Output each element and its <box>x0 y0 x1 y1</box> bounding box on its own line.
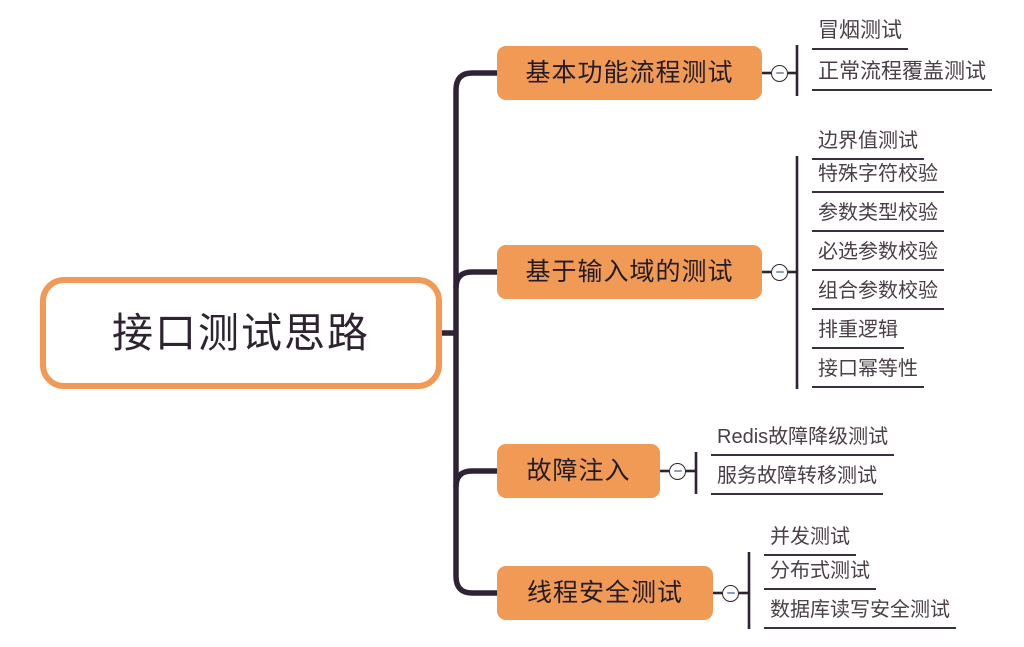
collapse-toggle-fault-injection[interactable] <box>669 462 686 480</box>
leaf-item[interactable]: Redis故障降级测试 <box>711 427 895 456</box>
branch-node-label: 基于输入域的测试 <box>525 257 734 286</box>
collapse-toggle-basic-flow[interactable] <box>771 64 788 82</box>
trunk-elbow-branch-3 <box>453 468 497 488</box>
leaf-item[interactable]: 分布式测试 <box>764 561 876 590</box>
leaf-item[interactable]: 排重逻辑 <box>812 320 904 349</box>
root-node-label: 接口测试思路 <box>112 309 370 356</box>
leaf-item[interactable]: 必选参数校验 <box>812 242 944 271</box>
minus-circle-icon <box>726 592 735 594</box>
trunk-spine <box>453 70 497 596</box>
leaf-item[interactable]: 特殊字符校验 <box>812 164 944 193</box>
branch-node-thread-safety[interactable]: 线程安全测试 <box>497 566 713 620</box>
leaf-item[interactable]: 数据库读写安全测试 <box>764 600 956 629</box>
leaf-item[interactable]: 服务故障转移测试 <box>711 466 883 495</box>
leaf-item[interactable]: 接口幂等性 <box>812 359 924 388</box>
leaf-item[interactable]: 组合参数校验 <box>812 281 944 310</box>
trunk-elbow-branch-2 <box>453 269 497 289</box>
branch-node-input-domain[interactable]: 基于输入域的测试 <box>497 245 762 299</box>
branch-node-basic-flow[interactable]: 基本功能流程测试 <box>497 46 762 100</box>
leaf-item[interactable]: 冒烟测试 <box>812 20 908 50</box>
leaf-item[interactable]: 正常流程覆盖测试 <box>812 61 992 91</box>
minus-circle-icon <box>775 72 784 74</box>
branch-node-label: 线程安全测试 <box>526 578 683 607</box>
minus-circle-icon <box>673 470 682 472</box>
branch-node-label: 基本功能流程测试 <box>525 58 734 87</box>
branch-node-label: 故障注入 <box>526 456 631 485</box>
leaf-item[interactable]: 并发测试 <box>764 527 856 556</box>
leaf-item[interactable]: 参数类型校验 <box>812 203 944 232</box>
collapse-toggle-thread-safety[interactable] <box>722 584 739 602</box>
root-node[interactable]: 接口测试思路 <box>40 277 442 389</box>
collapse-toggle-input-domain[interactable] <box>771 263 788 281</box>
minus-circle-icon <box>775 271 784 273</box>
leaf-item[interactable]: 边界值测试 <box>812 131 924 160</box>
branch-node-fault-injection[interactable]: 故障注入 <box>497 444 660 498</box>
